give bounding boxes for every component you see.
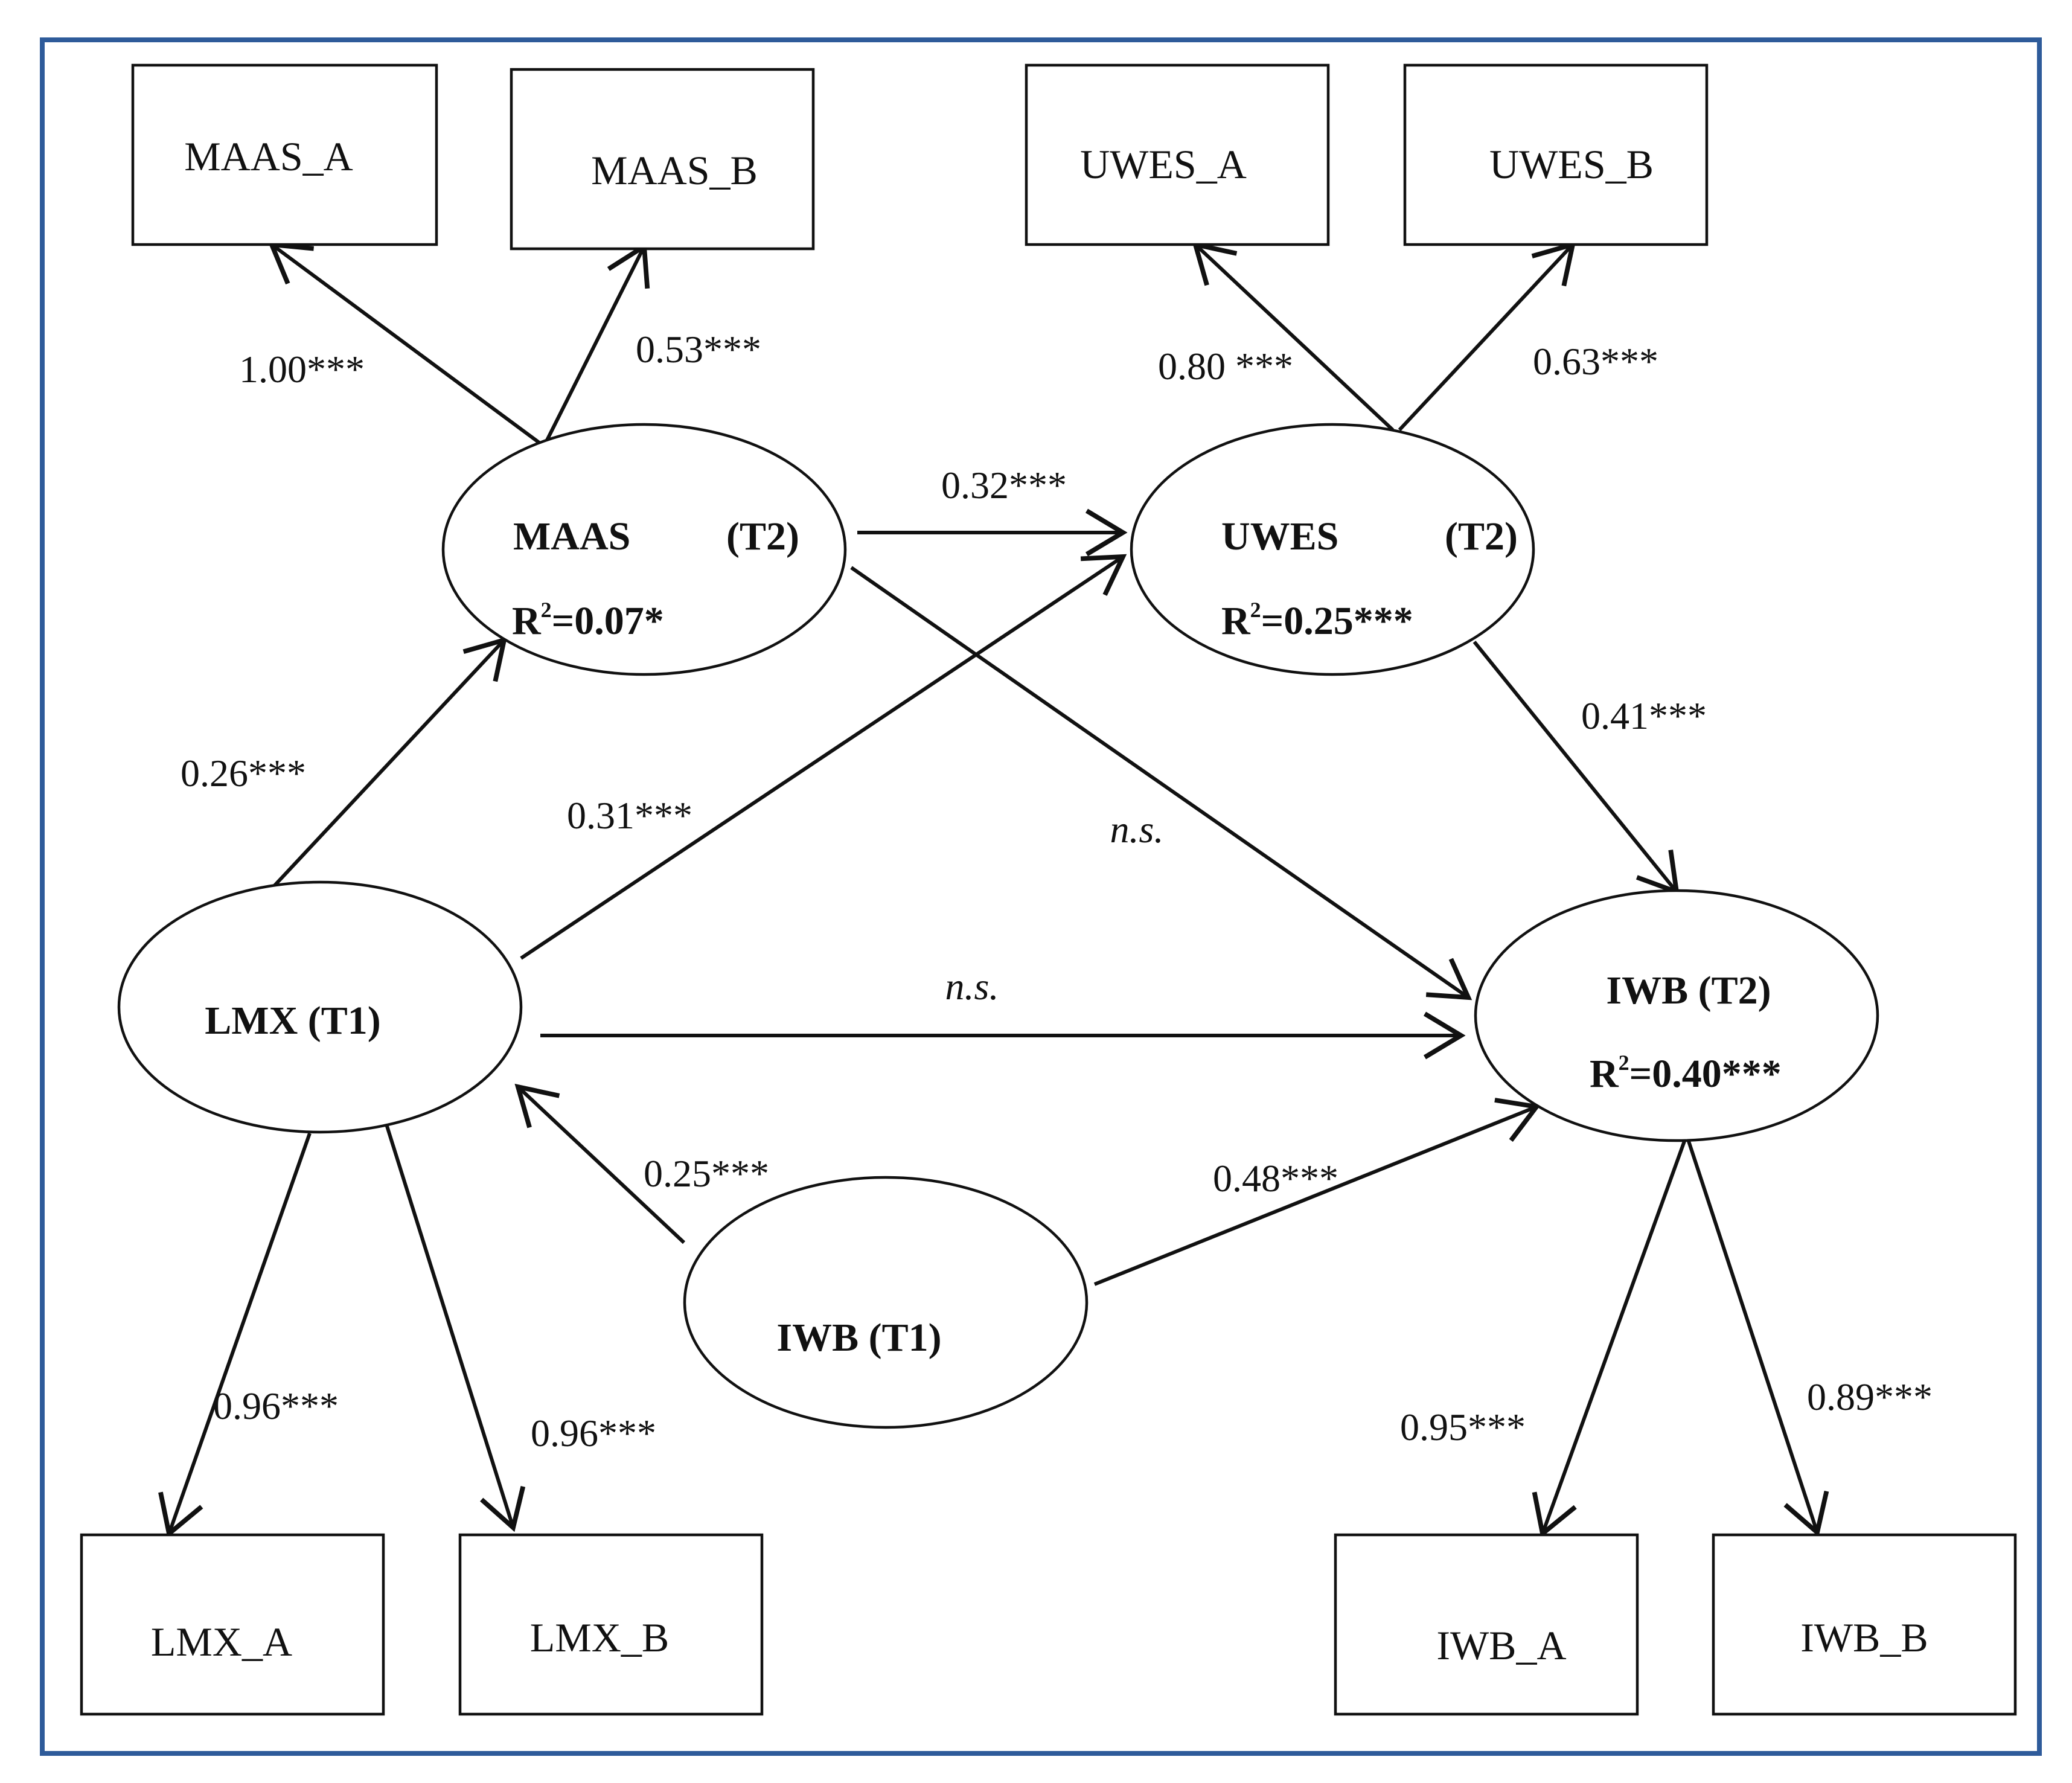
diagram-frame: [40, 37, 2042, 1756]
path-maas-to-maas-a: [267, 242, 540, 444]
latent-r2: R2=0.25***: [1221, 598, 1413, 643]
indicator-lmx-a: LMX_A: [80, 1533, 385, 1716]
path-maas-to-maas-b: [544, 242, 650, 444]
latent-r2: R2=0.07*: [512, 598, 664, 643]
coef-lmx-to-lmx-b: 0.96***: [531, 1412, 656, 1455]
coef-lmx-to-uwes: 0.31***: [567, 794, 692, 837]
indicator-label: LMX_B: [530, 1615, 669, 1660]
coef-maas-to-uwes: 0.32***: [941, 464, 1067, 507]
latent-time: (T2): [1445, 514, 1518, 559]
path-lmx-to-lmx-a: [158, 1133, 312, 1538]
latent-maas: MAAS (T2) R2=0.07*: [441, 423, 847, 676]
indicator-label: IWB_B: [1800, 1615, 1928, 1660]
indicator-label: UWES_A: [1080, 141, 1247, 187]
path-uwes-to-uwes-a: [1192, 241, 1395, 432]
latent-iwb-t2: IWB (T2) R2=0.40***: [1474, 889, 1879, 1142]
latent-name: MAAS: [513, 514, 630, 559]
path-lmx-to-uwes: [520, 554, 1127, 960]
coef-uwes-to-iwb-t2: 0.41***: [1581, 694, 1707, 737]
coef-iwb-t1-to-lmx: 0.25***: [644, 1152, 769, 1195]
coef-lmx-to-lmx-a: 0.96***: [213, 1384, 339, 1427]
indicator-label: UWES_B: [1489, 141, 1654, 187]
latent-name: UWES: [1221, 514, 1338, 559]
path-iwb-t2-to-iwb-b: [1687, 1141, 1829, 1537]
path-uwes-to-iwb-t2: [1472, 641, 1680, 895]
indicator-iwb-a: IWB_A: [1334, 1533, 1639, 1716]
latent-name: IWB (T2): [1606, 968, 1771, 1013]
indicator-lmx-b: LMX_B: [458, 1533, 764, 1716]
path-iwb-t1-to-lmx: [514, 1083, 686, 1244]
coef-maas-to-iwb-t2: n.s.: [1110, 808, 1164, 851]
indicator-maas-a: MAAS_A: [131, 63, 438, 246]
path-iwb-t2-to-iwb-a: [1532, 1140, 1686, 1538]
indicator-label: MAAS_B: [591, 147, 758, 193]
coef-iwb-t2-to-iwb-b: 0.89***: [1807, 1375, 1933, 1418]
indicator-label: MAAS_A: [184, 133, 353, 179]
path-maas-to-iwb-t2: [850, 566, 1472, 1000]
coef-lmx-to-iwb-t2: n.s.: [945, 965, 999, 1008]
latent-lmx-t1: LMX (T1): [117, 880, 523, 1134]
indicator-maas-b: MAAS_B: [510, 68, 815, 251]
indicator-uwes-b: UWES_B: [1403, 63, 1709, 246]
coef-maas-to-maas-b: 0.53***: [636, 328, 761, 371]
path-uwes-to-uwes-b: [1398, 241, 1576, 432]
indicator-label: LMX_A: [151, 1619, 292, 1665]
coef-lmx-to-maas: 0.26***: [181, 752, 306, 795]
coef-iwb-t1-to-iwb-t2: 0.48***: [1213, 1157, 1338, 1200]
latent-time: (T2): [726, 514, 799, 559]
path-iwb-t1-to-iwb-t2: [1093, 1098, 1541, 1286]
latent-name: IWB (T1): [776, 1316, 941, 1360]
latent-iwb-t1: IWB (T1): [683, 1176, 1089, 1429]
path-lmx-to-lmx-b: [385, 1124, 526, 1532]
latent-name: LMX (T1): [205, 999, 380, 1043]
indicator-iwb-b: IWB_B: [1712, 1533, 2017, 1716]
indicator-uwes-a: UWES_A: [1025, 63, 1330, 246]
latent-r2: R2=0.40***: [1590, 1051, 1782, 1096]
coef-uwes-to-uwes-a: 0.80 ***: [1158, 345, 1293, 388]
coef-iwb-t2-to-iwb-a: 0.95***: [1400, 1406, 1526, 1448]
path-lmx-to-maas: [267, 636, 508, 894]
coef-uwes-to-uwes-b: 0.63***: [1533, 340, 1658, 383]
indicator-label: IWB_A: [1436, 1622, 1566, 1668]
coef-maas-to-maas-a: 1.00***: [239, 348, 365, 391]
latent-uwes: UWES (T2) R2=0.25***: [1130, 423, 1535, 676]
